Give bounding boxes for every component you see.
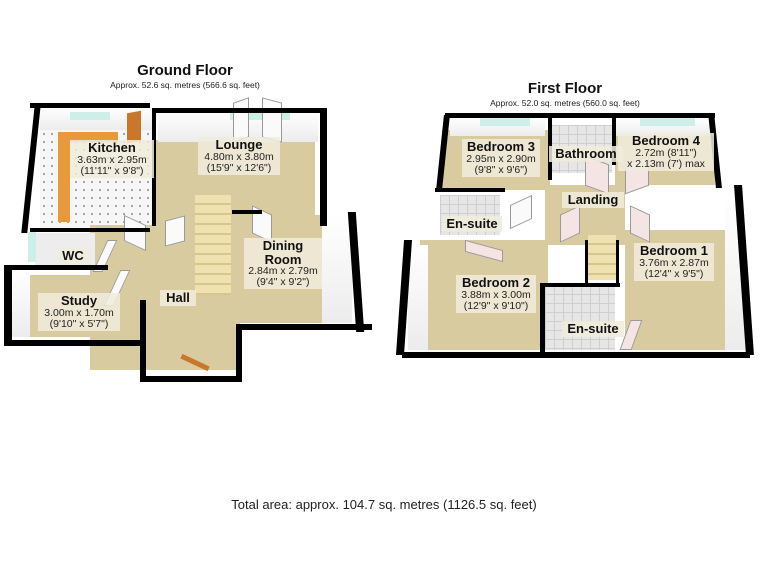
lounge-label: Lounge 4.80m x 3.80m (15'9" x 12'6"): [198, 137, 280, 175]
lounge-french-door-right: [262, 97, 282, 143]
first-wall-top-mid: [545, 113, 615, 118]
bedroom4-window: [640, 118, 695, 126]
first-wall-bottom: [402, 352, 750, 358]
first-wall-bathroom-right: [612, 115, 616, 165]
bedroom2-imperial: (12'9" x 9'10"): [463, 299, 529, 312]
ground-wall-hall-bottom: [140, 376, 242, 382]
bedroom1-metric: 3.76m x 2.87m: [639, 256, 709, 269]
ground-outer-wall-left: [21, 105, 41, 233]
bedroom3-window: [480, 118, 530, 126]
ground-wall-dining-top: [232, 210, 262, 214]
bedroom3-metric: 2.95m x 2.90m: [466, 152, 536, 165]
dining-name: Dining: [262, 238, 304, 253]
total-area: Total area: approx. 104.7 sq. metres (11…: [231, 497, 537, 512]
dining-imperial: (9'4" x 9'2"): [256, 276, 310, 289]
first-wall-ensuite1-top: [435, 188, 505, 192]
landing-name: Landing: [567, 192, 619, 207]
ground-floor-area: Approx. 52.6 sq. metres (566.6 sq. feet): [110, 80, 260, 90]
ground-wall-kitchen-bottom: [30, 228, 150, 232]
bedroom2-wall-face: [408, 245, 428, 350]
bathroom-label: Bathroom: [549, 146, 623, 162]
first-floor-area: Approx. 52.0 sq. metres (560.0 sq. feet): [490, 98, 640, 108]
bedroom1-name: Bedroom 1: [640, 243, 708, 258]
first-wall-ensuite2-left: [540, 285, 545, 355]
bedroom3-door: [510, 194, 532, 230]
ensuite2-name: En-suite: [567, 321, 619, 336]
ensuite1-label: En-suite: [442, 216, 502, 232]
first-wall-stairs-left: [585, 240, 588, 285]
first-floor-stairs: [588, 235, 616, 280]
bedroom2-label: Bedroom 2 3.88m x 3.00m (12'9" x 9'10"): [456, 275, 536, 313]
wc-name: WC: [62, 248, 84, 263]
first-wall-top-left: [445, 113, 545, 118]
ensuite1-name: En-suite: [446, 216, 498, 231]
bedroom2-metric: 3.88m x 3.00m: [461, 288, 531, 301]
lounge-window: [230, 112, 290, 120]
ground-floor-title: Ground Floor: [137, 62, 233, 79]
bedroom4-label: Bedroom 4 2.72m (8'11") x 2.13m (7') max: [618, 133, 714, 171]
first-wall-top-right: [615, 113, 715, 118]
study-label: Study 3.00m x 1.70m (9'10" x 5'7"): [38, 293, 120, 331]
bedroom4-metric: 2.72m (8'11"): [635, 146, 697, 159]
bedroom2-name: Bedroom 2: [462, 275, 530, 290]
bedroom3-imperial: (9'8" x 9'6"): [474, 163, 528, 176]
wc-window: [28, 232, 36, 262]
dining-metric: 2.84m x 2.79m: [248, 265, 318, 278]
ground-wall-kitchen-lounge: [152, 108, 156, 226]
ground-wall-study-left: [4, 265, 12, 345]
first-wall-ensuite2-top: [540, 283, 620, 287]
ground-outer-wall-right: [320, 108, 327, 226]
kitchen-worktop: [58, 132, 70, 222]
kitchen-label: Kitchen 3.63m x 2.95m (11'11" x 9'8"): [70, 140, 154, 178]
kitchen-imperial: (11'11" x 9'8"): [80, 164, 144, 177]
lounge-metric: 4.80m x 3.80m: [204, 150, 274, 163]
study-metric: 3.00m x 1.70m: [44, 306, 114, 319]
ground-floor-stairs: [195, 195, 231, 295]
dining-wall-face: [322, 215, 352, 323]
bedroom4-imperial: x 2.13m (7') max: [627, 157, 705, 170]
kitchen-metric: 3.63m x 2.95m: [77, 153, 147, 166]
ensuite2-label: En-suite: [562, 321, 624, 337]
bedroom1-label: Bedroom 1 3.76m x 2.87m (12'4" x 9'5"): [634, 243, 714, 281]
ground-wall-hall-right: [236, 324, 242, 380]
wc-label: WC: [57, 248, 89, 264]
ground-wall-study-bottom: [4, 340, 144, 346]
ground-wall-top-kitchen: [30, 103, 150, 108]
lounge-name: Lounge: [215, 137, 263, 152]
bedroom4-name: Bedroom 4: [632, 133, 700, 148]
first-wall-stairs-right: [616, 240, 619, 285]
kitchen-window: [70, 112, 110, 120]
lounge-imperial: (15'9" x 12'6"): [206, 161, 272, 174]
dining-name-2: Room: [264, 251, 302, 267]
ground-wall-study-top: [8, 265, 108, 270]
ensuite2-floor: [545, 285, 615, 350]
first-floor-title: First Floor: [527, 80, 603, 97]
lounge-door: [165, 215, 185, 247]
bathroom-name: Bathroom: [555, 146, 617, 161]
study-wall-face: [12, 272, 30, 337]
ground-wall-top-lounge: [155, 108, 325, 113]
study-imperial: (9'10" x 5'7"): [49, 317, 109, 330]
kitchen-back-door: [127, 110, 141, 144]
bedroom3-label: Bedroom 3 2.95m x 2.90m (9'8" x 9'6"): [462, 139, 540, 177]
kitchen-worktop-top: [58, 132, 118, 142]
ground-wall-bottom-dining: [240, 324, 372, 330]
bedroom3-name: Bedroom 3: [467, 139, 535, 154]
bedroom1-imperial: (12'4" x 9'5"): [644, 267, 704, 280]
study-name: Study: [60, 293, 98, 308]
hall-name: Hall: [166, 290, 190, 305]
dining-label: Dining Room 2.84m x 2.79m (9'4" x 9'2"): [244, 238, 322, 290]
landing-label: Landing: [562, 192, 624, 208]
hall-label: Hall: [160, 290, 196, 306]
kitchen-name: Kitchen: [88, 140, 136, 155]
